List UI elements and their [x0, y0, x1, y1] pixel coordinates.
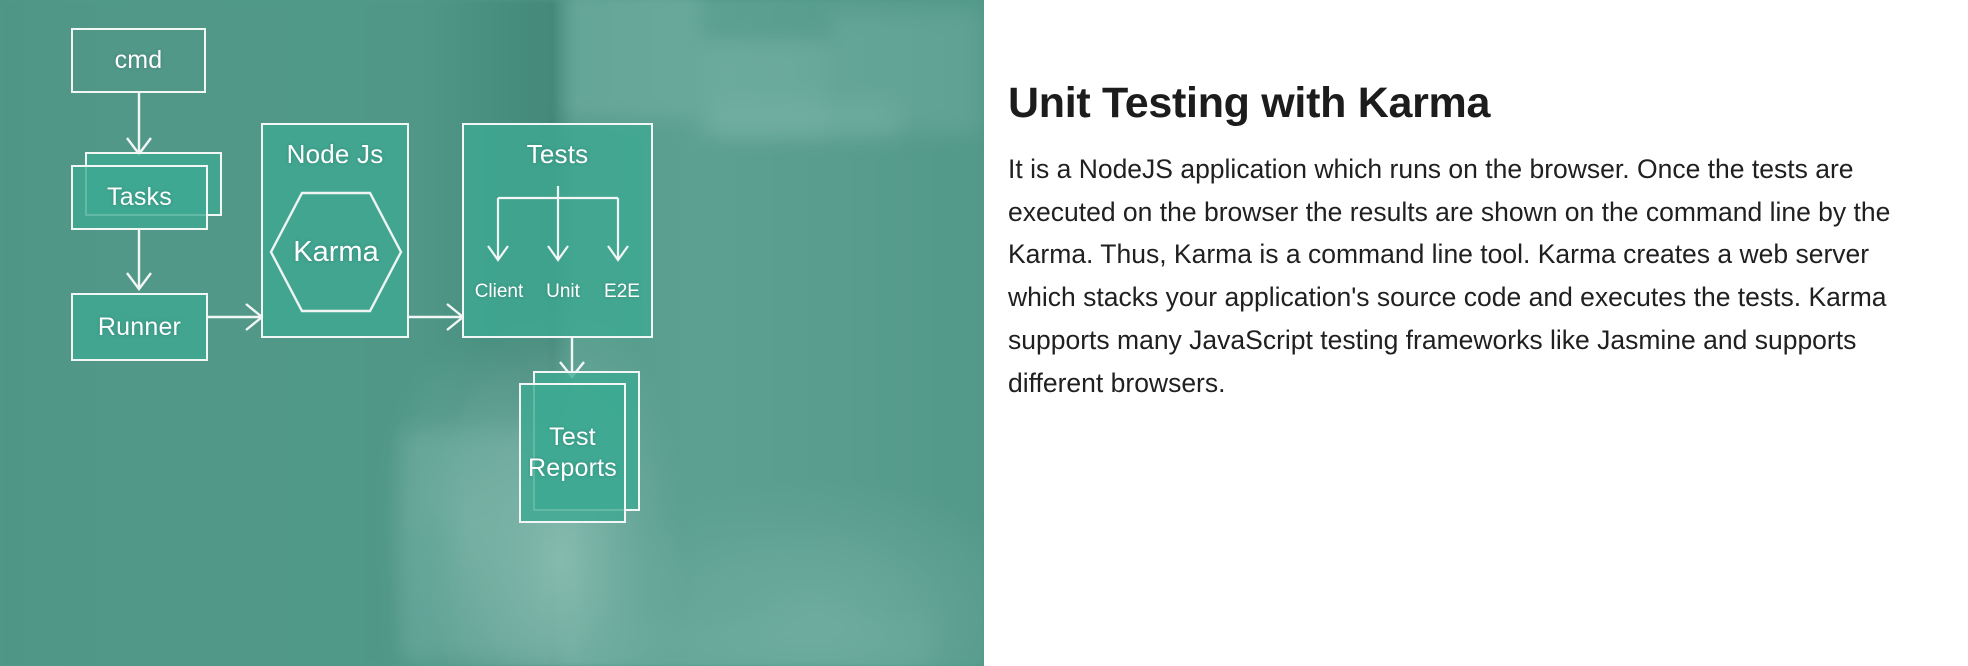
page-title: Unit Testing with Karma — [1008, 79, 1491, 127]
node-label-runner: Runner — [97, 312, 182, 341]
node-label-karma: Karma — [293, 236, 379, 268]
flow-diagram: cmd Tasks — [71, 28, 653, 523]
diagram-node-karma: Karma — [268, 190, 404, 315]
node-label-reports: Reports — [528, 454, 617, 482]
figure-panel: cmd Tasks — [0, 0, 984, 666]
connector-cmd-to-tasks — [112, 92, 172, 158]
connector-nodejs-to-tests — [409, 292, 467, 342]
node-label-e2e: E2E — [604, 281, 640, 302]
diagram-node-test-reports: Test Reports — [519, 383, 626, 523]
diagram-node-tasks: Tasks — [71, 165, 208, 230]
node-label-test: Test — [549, 422, 596, 451]
article-body-text: It is a NodeJS application which runs on… — [1008, 153, 1891, 399]
node-label-tests: Tests — [526, 139, 589, 169]
diagram-node-runner: Runner — [71, 293, 208, 361]
node-label-cmd: cmd — [114, 46, 163, 74]
diagram-node-nodejs: Node Js — [261, 123, 409, 338]
node-label-client: Client — [474, 281, 524, 302]
node-label-nodejs: Node Js — [286, 139, 384, 169]
connector-runner-to-nodejs — [208, 292, 266, 342]
node-label-tasks: Tasks — [107, 183, 172, 211]
connector-tests-branch — [470, 186, 645, 271]
node-label-unit: Unit — [546, 281, 580, 302]
article-panel: Unit Testing with Karma It is a NodeJS a… — [984, 0, 1968, 666]
connector-tasks-to-runner — [112, 229, 172, 295]
diagram-node-cmd: cmd — [71, 28, 206, 93]
